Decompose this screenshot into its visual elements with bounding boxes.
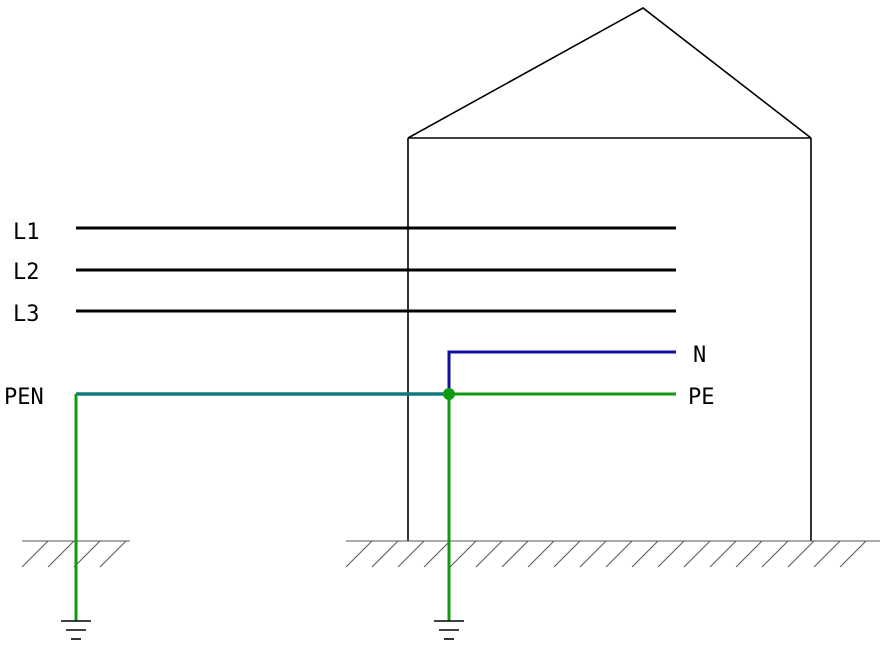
earth-symbol-left bbox=[61, 620, 91, 640]
hatch-mark bbox=[735, 540, 763, 568]
pen-split-junction bbox=[443, 388, 455, 400]
hatch-mark bbox=[527, 540, 555, 568]
hatch-mark bbox=[47, 540, 75, 568]
house-outline bbox=[407, 7, 812, 541]
hatch-mark bbox=[761, 540, 789, 568]
hatch-mark bbox=[813, 540, 841, 568]
hatch-mark bbox=[683, 540, 711, 568]
conductor-n bbox=[447, 350, 676, 394]
hatch-mark bbox=[605, 540, 633, 568]
ground-left-hatching bbox=[21, 540, 127, 568]
label-n: N bbox=[693, 343, 706, 368]
hatch-mark bbox=[631, 540, 659, 568]
hatch-mark bbox=[371, 540, 399, 568]
phase-conductors bbox=[76, 226, 676, 313]
hatch-mark bbox=[397, 540, 425, 568]
pe-conductors bbox=[74, 392, 676, 621]
label-pen: PEN bbox=[4, 385, 44, 410]
hatch-mark bbox=[501, 540, 529, 568]
hatch-mark bbox=[475, 540, 503, 568]
label-l2: L2 bbox=[13, 260, 40, 285]
house-roof bbox=[407, 7, 812, 139]
label-l3: L3 bbox=[13, 302, 40, 327]
hatch-mark bbox=[345, 540, 373, 568]
hatch-mark bbox=[839, 540, 867, 568]
label-l1: L1 bbox=[13, 220, 40, 245]
hatch-mark bbox=[99, 540, 127, 568]
hatch-mark bbox=[73, 540, 101, 568]
hatch-mark bbox=[709, 540, 737, 568]
earth-symbol-right bbox=[434, 620, 464, 640]
ground-right-hatching bbox=[345, 540, 867, 568]
hatch-mark bbox=[787, 540, 815, 568]
ground-right bbox=[345, 540, 880, 568]
hatch-mark bbox=[657, 540, 685, 568]
hatch-mark bbox=[449, 540, 477, 568]
label-pe: PE bbox=[688, 385, 715, 410]
hatch-mark bbox=[423, 540, 451, 568]
hatch-mark bbox=[553, 540, 581, 568]
hatch-mark bbox=[579, 540, 607, 568]
hatch-mark bbox=[21, 540, 49, 568]
